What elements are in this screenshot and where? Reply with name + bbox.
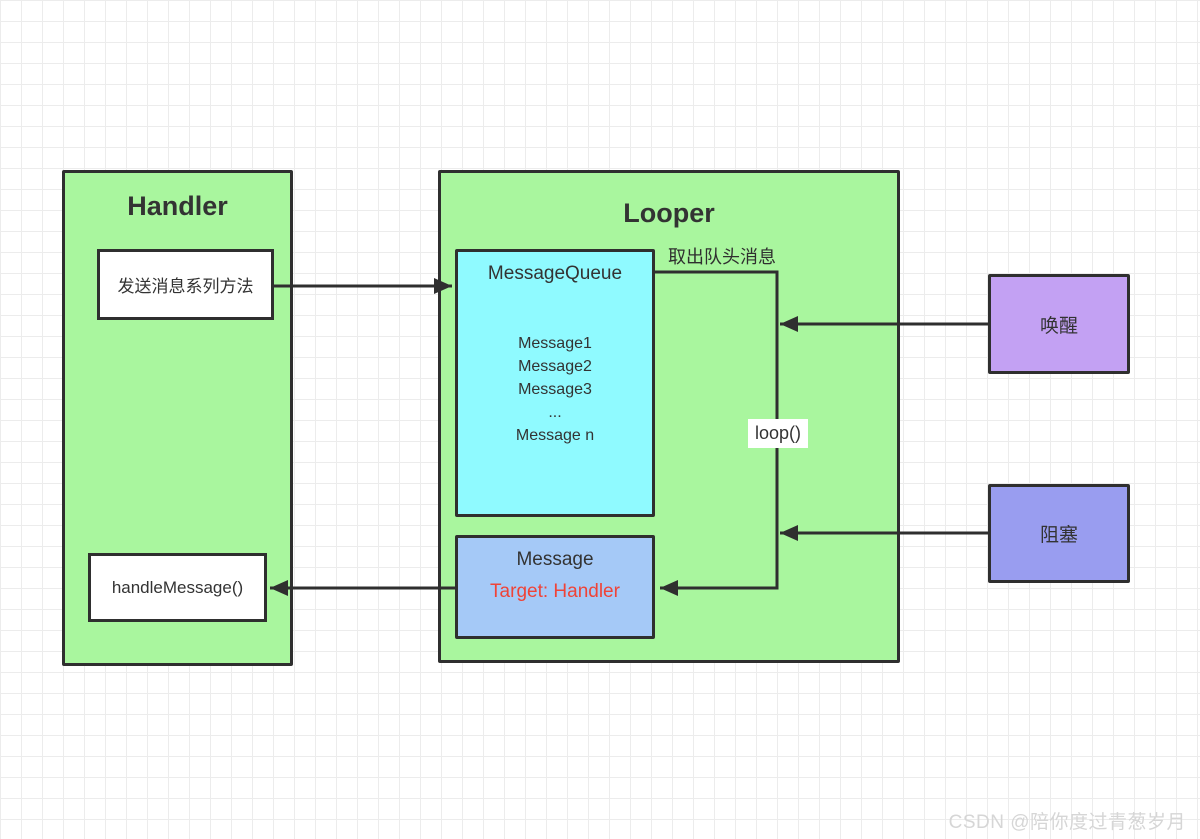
block-label: 阻塞 xyxy=(1039,525,1078,546)
send-message-methods-label: 发送消息系列方法 xyxy=(117,277,254,296)
message-queue-box: MessageQueue Message1 Message2 Message3 … xyxy=(455,249,655,517)
queue-item: Message1 xyxy=(518,335,592,352)
looper-title: Looper xyxy=(623,198,715,228)
dequeue-head-label: 取出队头消息 xyxy=(668,247,776,267)
queue-item: Message2 xyxy=(518,358,592,375)
message-queue-items: Message1 Message2 Message3 ... Message n xyxy=(458,332,652,447)
message-box: Message Target: Handler xyxy=(455,535,655,639)
message-title: Message xyxy=(516,549,594,570)
queue-item-ellipsis: ... xyxy=(548,404,562,421)
block-box: 阻塞 xyxy=(988,484,1130,583)
message-queue-title: MessageQueue xyxy=(487,263,623,284)
send-message-methods-box: 发送消息系列方法 xyxy=(97,249,274,320)
wake-label: 唤醒 xyxy=(1039,315,1078,337)
handle-message-label: handleMessage() xyxy=(111,577,244,597)
handle-message-box: handleMessage() xyxy=(88,553,267,622)
queue-item: Message3 xyxy=(518,381,592,398)
message-target-label: Target: Handler xyxy=(490,581,620,602)
queue-item: Message n xyxy=(515,427,595,444)
handler-title: Handler xyxy=(127,191,228,221)
loop-function-label: loop() xyxy=(748,419,808,448)
csdn-watermark: CSDN @陪你度过青葱岁月 xyxy=(948,812,1186,833)
wake-box: 唤醒 xyxy=(988,274,1130,374)
